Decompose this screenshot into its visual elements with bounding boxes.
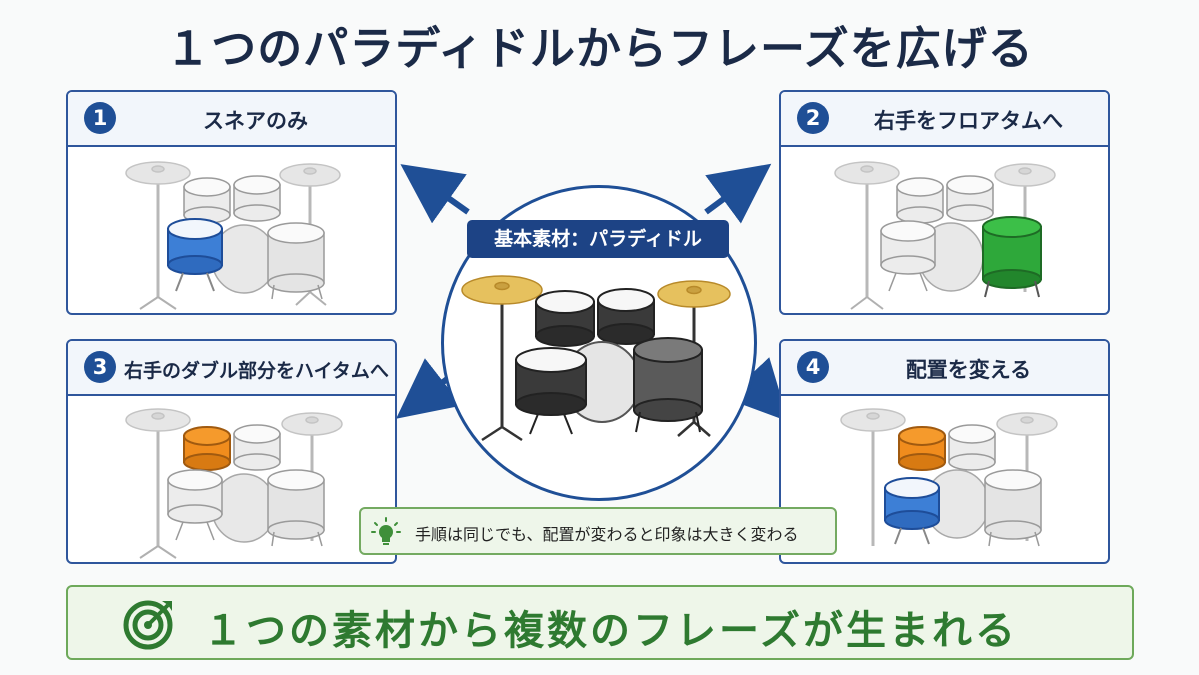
snare-drum-highlighted xyxy=(884,477,940,545)
cymbal-left xyxy=(125,161,191,297)
panel-3-number: 3 xyxy=(84,351,116,383)
drum-kit-illustration-1 xyxy=(125,161,341,310)
high-tom-left xyxy=(183,177,231,224)
panel-1-title: スネアのみ xyxy=(203,109,308,133)
panel-4-title: 配置を変える xyxy=(905,358,1032,382)
cymbal-left xyxy=(125,408,191,546)
tip-text: 手順は同じでも、配置が変わると印象は大きく変わる xyxy=(415,525,799,544)
high-tom-right xyxy=(946,175,994,222)
arrow-to-panel-1 xyxy=(400,164,470,224)
snare-drum-highlighted xyxy=(167,218,223,292)
center-drum-kit-illustration xyxy=(461,275,731,442)
banner-text: １つの素材から複数のフレーズが生まれる xyxy=(203,608,1018,654)
floor-tom-dark xyxy=(633,337,703,433)
panel-2-number: 2 xyxy=(797,102,829,134)
floor-tom-highlighted xyxy=(982,216,1042,298)
drum-kit-illustration-3 xyxy=(125,408,343,559)
snare-drum-dark xyxy=(515,347,587,435)
panel-4-number: 4 xyxy=(797,351,829,383)
panel-3-header: 3 右手のダブル部分をハイタムへ xyxy=(68,341,395,396)
arrow-to-panel-2 xyxy=(704,163,772,224)
high-tom-right xyxy=(233,424,281,471)
snare-drum xyxy=(880,220,936,292)
high-tom-right xyxy=(233,175,281,222)
high-tom-left xyxy=(896,177,944,224)
tip-box: 手順は同じでも、配置が変わると印象は大きく変わる xyxy=(359,507,837,555)
high-tom-highlighted xyxy=(183,426,231,471)
lightbulb-icon xyxy=(371,517,401,545)
snare-drum xyxy=(167,469,223,541)
panel-2-header: 2 右手をフロアタムへ xyxy=(781,92,1108,147)
summary-banner: １つの素材から複数のフレーズが生まれる xyxy=(66,585,1134,660)
drum-kit-illustration-2 xyxy=(834,161,1056,310)
panel-4-header: 4 配置を変える xyxy=(781,341,1108,396)
cymbal-left-gold xyxy=(461,275,543,442)
center-label: 基本素材：パラディドル xyxy=(467,220,729,258)
panel-1-number: 1 xyxy=(84,102,116,134)
panel-1: 1 スネアのみ xyxy=(66,90,397,315)
panel-3: 3 右手のダブル部分をハイタムへ xyxy=(66,339,397,564)
target-icon xyxy=(123,600,173,650)
high-tom-right-dark xyxy=(597,288,655,345)
floor-tom xyxy=(267,222,325,300)
panel-2: 2 右手をフロアタムへ xyxy=(779,90,1110,315)
floor-tom xyxy=(984,469,1042,547)
page-title: １つのパラディドルからフレーズを広げる xyxy=(165,22,1034,75)
panel-3-title: 右手のダブル部分をハイタムへ xyxy=(124,360,389,382)
drum-kit-illustration-4 xyxy=(840,408,1058,547)
high-tom-right xyxy=(948,424,996,471)
high-tom-highlighted xyxy=(898,426,946,471)
cymbal-left xyxy=(834,161,900,297)
cymbal-left xyxy=(840,408,906,546)
panel-2-title: 右手をフロアタムへ xyxy=(874,109,1063,133)
floor-tom xyxy=(267,469,325,547)
panel-1-header: 1 スネアのみ xyxy=(68,92,395,147)
high-tom-left-dark xyxy=(535,290,595,347)
